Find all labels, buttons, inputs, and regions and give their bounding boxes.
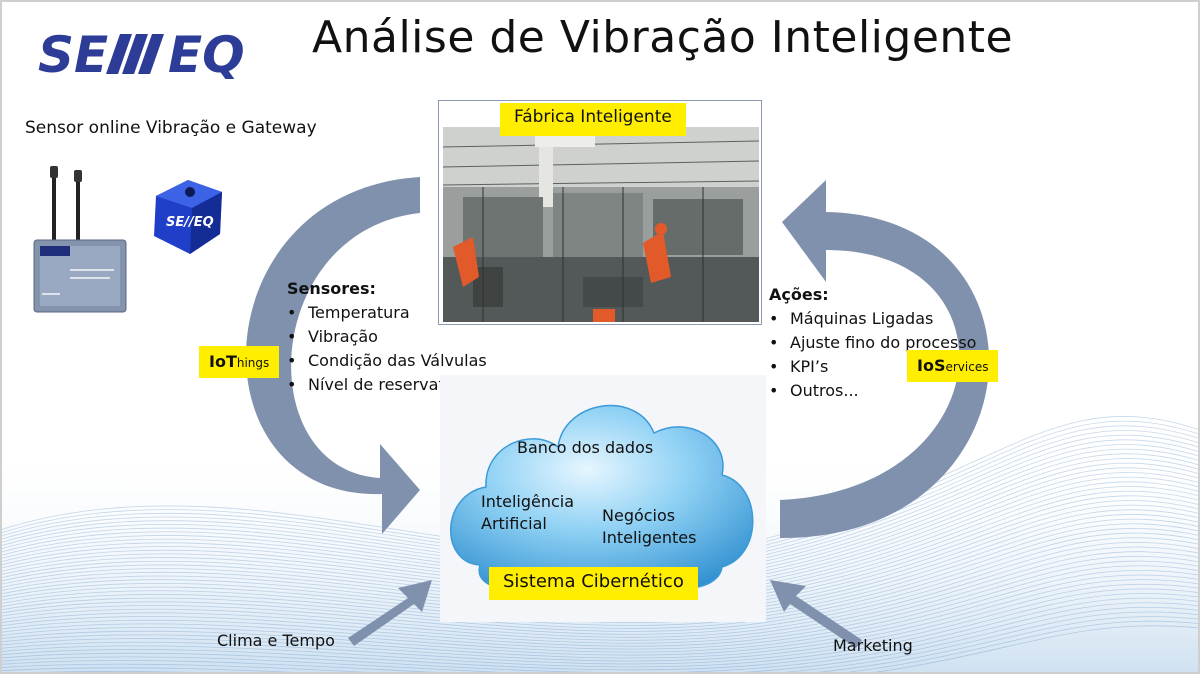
action-item: Outros...: [769, 379, 976, 403]
sensors-list: Sensores: Temperatura Vibração Condição …: [287, 277, 487, 397]
sensor-item: Vibração: [287, 325, 487, 349]
wave-line: [0, 606, 1200, 674]
svg-text:SE//EQ: SE//EQ: [166, 215, 214, 230]
svg-text:EQ: EQ: [168, 28, 245, 80]
sensor-item: Temperatura: [287, 301, 487, 325]
action-item: KPI’s: [769, 355, 976, 379]
left-cycle-arrow: [245, 177, 420, 534]
actions-heading: Ações:: [769, 285, 829, 304]
wave-line: [0, 551, 1200, 641]
cyber-system-label: Sistema Cibernético: [489, 567, 698, 600]
wave-line: [0, 532, 1200, 629]
semeq-logo: SE EQ: [38, 28, 245, 80]
ios-badge-strong: IoS: [917, 356, 946, 375]
blue-sensor-image: SE//EQ: [154, 180, 222, 254]
wave-line: [0, 611, 1200, 674]
action-item: Máquinas Ligadas: [769, 307, 976, 331]
wave-line: [0, 555, 1200, 644]
iot-badge-small: hings: [236, 356, 270, 370]
right-cycle-arrow: [780, 180, 990, 539]
cloud-ai-label: Inteligência Artificial: [481, 491, 574, 535]
wave-line: [0, 616, 1200, 674]
wave-line: [0, 593, 1200, 668]
page-title: Análise de Vibração Inteligente: [312, 12, 1014, 63]
ios-badge: IoServices: [907, 350, 999, 382]
wave-line: [0, 620, 1200, 674]
wave-line: [0, 597, 1200, 671]
cloud-business-line2: Inteligentes: [602, 528, 697, 547]
ios-badge-small: ervices: [945, 360, 989, 374]
cloud-ai-line2: Artificial: [481, 514, 547, 533]
iot-badge-strong: IoT: [209, 352, 237, 371]
cloud-business-line1: Negócios: [602, 506, 676, 525]
wave-line: [0, 565, 1200, 650]
wave-line: [0, 579, 1200, 659]
wave-line: [0, 588, 1200, 665]
sensor-caption: Sensor online Vibração e Gateway: [25, 118, 317, 138]
clima-input-arrow: [348, 580, 432, 646]
climate-input-label: Clima e Tempo: [217, 631, 335, 650]
wave-line: [0, 537, 1200, 632]
cloud-database-label: Banco dos dados: [517, 438, 654, 457]
factory-label: Fábrica Inteligente: [500, 103, 686, 136]
action-item: Ajuste fino do processo: [769, 331, 976, 355]
gateway-device-image: [33, 166, 127, 313]
wave-line: [0, 542, 1200, 635]
actions-list: Ações: Máquinas Ligadas Ajuste fino do p…: [769, 283, 976, 403]
iot-badge: IoThings: [199, 346, 280, 378]
wave-line: [0, 569, 1200, 653]
marketing-input-label: Marketing: [833, 636, 913, 655]
svg-text:SE: SE: [38, 28, 108, 80]
wave-line: [0, 546, 1200, 638]
cloud-shape: [450, 404, 754, 589]
sensor-item: Nível de reservatório: [287, 373, 487, 397]
sensors-heading: Sensores:: [287, 279, 376, 298]
wave-line: [0, 574, 1200, 656]
cloud-ai-line1: Inteligência: [481, 492, 575, 511]
marketing-input-arrow: [770, 580, 862, 648]
wave-line: [0, 560, 1200, 647]
factory-photo-frame: [438, 100, 762, 325]
wave-line: [0, 583, 1200, 662]
sensor-item: Condição das Válvulas: [287, 349, 487, 373]
cloud-business-label: Negócios Inteligentes: [602, 505, 696, 549]
wave-line: [0, 602, 1200, 674]
factory-photo: [443, 127, 759, 322]
